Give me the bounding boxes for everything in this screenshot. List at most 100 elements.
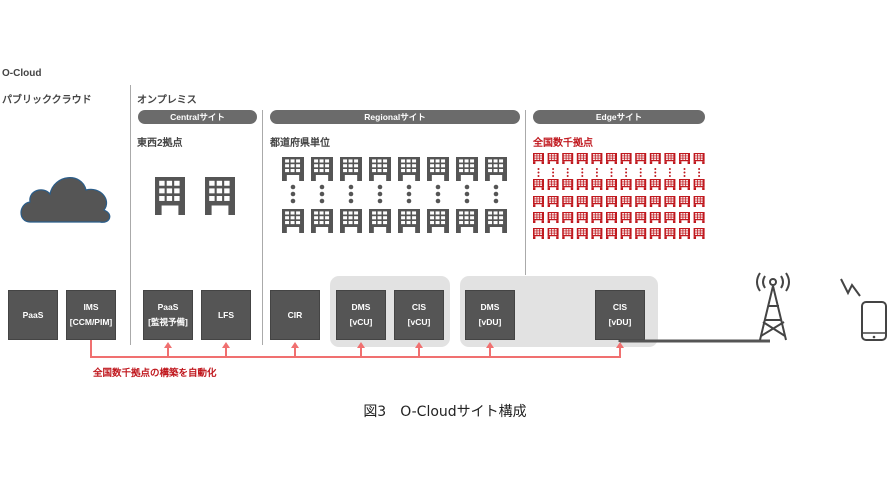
building-icon [369,157,391,181]
building-icon [649,179,661,190]
building-icon [649,196,661,207]
ellipsis-icon [581,168,584,177]
central-sub: 東西2拠点 [137,138,183,149]
building-icon [533,196,544,207]
building-icon [679,179,690,190]
onprem-label: オンプレミス [137,95,197,106]
building-icon [282,157,304,181]
building-icon [693,179,705,190]
ellipsis-icon [639,168,642,177]
ellipsis-icon [348,184,354,204]
building-icon [649,228,661,239]
lfs-box: LFS [201,290,251,340]
building-icon [693,196,705,207]
edge-site-pill: Edgeサイト [533,110,705,124]
building-icon [533,228,544,239]
building-icon [340,209,362,233]
building-icon [620,228,632,239]
building-icon [311,209,333,233]
antenna-tower-icon [756,272,790,341]
building-icon [620,179,632,190]
building-icon [606,179,617,190]
up-arrow-icon [486,342,494,357]
building-icon [679,228,690,239]
building-icon [620,212,632,223]
building-icon [547,228,559,239]
building-icon [606,228,617,239]
building-icon [547,153,559,164]
buildings-layer [155,153,705,239]
building-icon [591,153,603,164]
edge-sub: 全国数千拠点 [533,138,593,149]
building-icon [398,209,420,233]
building-icon [427,157,449,181]
building-icon [635,179,647,190]
building-icon [679,212,690,223]
building-icon [456,209,478,233]
public-paas-box: PaaS [8,290,58,340]
building-icon [547,179,559,190]
central-paas-box: PaaS[監視予備] [143,290,193,340]
ims-box: IMS[CCM/PIM] [66,290,116,340]
ellipsis-icon [537,168,540,177]
building-icon [606,153,617,164]
building-icon [620,196,632,207]
building-icon [606,212,617,223]
building-icon [562,196,574,207]
smartphone-icon [861,301,887,341]
building-icon [693,228,705,239]
divider [262,110,263,345]
signal-icon [840,278,861,297]
building-icon [340,157,362,181]
up-arrow-icon [357,342,365,357]
building-icon [679,153,690,164]
building-icon [576,228,588,239]
cis-vcu-box: CIS[vCU] [394,290,444,340]
building-icon [693,153,705,164]
ellipsis-icon [625,168,628,177]
building-icon [664,212,676,223]
ellipsis-icon [698,168,701,177]
ellipsis-icon [683,168,686,177]
building-icon [562,179,574,190]
building-icon [282,209,304,233]
ocloud-title: O-Cloud [2,68,42,79]
divider [525,110,526,275]
ellipsis-icon [319,184,325,204]
building-icon [606,196,617,207]
up-arrow-icon [616,342,624,357]
building-icon [311,157,333,181]
regional-sub: 都道府県単位 [270,138,330,149]
building-icon [562,212,574,223]
building-icon [427,209,449,233]
building-icon [533,153,544,164]
cir-box: CIR [270,290,320,340]
building-icon [485,209,507,233]
automation-label: 全国数千拠点の構築を自動化 [93,368,217,379]
building-icon [155,177,185,215]
ellipsis-icon [464,184,470,204]
building-icon [649,153,661,164]
building-icon [664,179,676,190]
building-icon [635,212,647,223]
building-icon [591,228,603,239]
building-icon [664,196,676,207]
dms-vcu-box: DMS[vCU] [336,290,386,340]
automation-lines [90,340,624,358]
dms-vdu-box: DMS[vDU] [465,290,515,340]
building-icon [635,153,647,164]
building-icon [576,196,588,207]
building-icon [533,179,544,190]
ellipsis-icon [435,184,441,204]
central-site-pill: Centralサイト [138,110,257,124]
ellipsis-icon [668,168,671,177]
building-icon [591,179,603,190]
regional-site-pill: Regionalサイト [270,110,520,124]
building-icon [576,179,588,190]
building-icon [649,212,661,223]
divider [130,85,131,345]
up-arrow-icon [164,342,172,357]
building-icon [635,228,647,239]
ellipsis-icon [290,184,296,204]
